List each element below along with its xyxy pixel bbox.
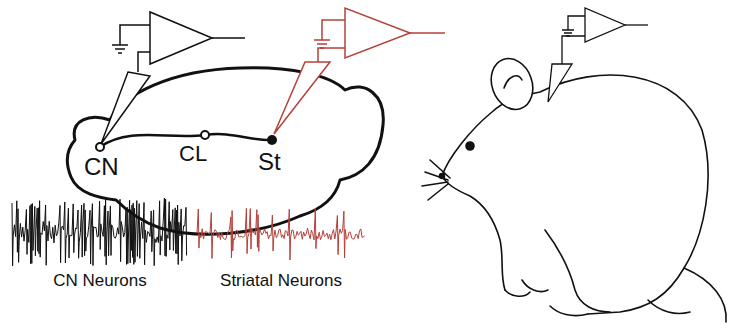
trace-label: CN Neurons (53, 272, 147, 291)
black-pipette (101, 72, 150, 144)
st-dot (267, 135, 277, 145)
cl-dot (201, 131, 209, 139)
spike-traces (12, 198, 365, 266)
region-label: CN (84, 154, 119, 180)
cn-spike-trace (12, 198, 187, 266)
black-amplifier (112, 12, 245, 72)
mouse-amplifier (562, 8, 648, 64)
brain-outline (67, 68, 383, 235)
striatal-spike-trace (197, 208, 365, 260)
region-label: CL (179, 142, 207, 166)
trace-label: Striatal Neurons (220, 272, 342, 291)
red-amplifier (314, 8, 445, 62)
red-pipette (274, 62, 330, 134)
cn-dot (96, 143, 104, 151)
mouse-drawing (422, 53, 726, 322)
region-label: St (258, 149, 281, 175)
mouse-pipette (548, 64, 572, 102)
